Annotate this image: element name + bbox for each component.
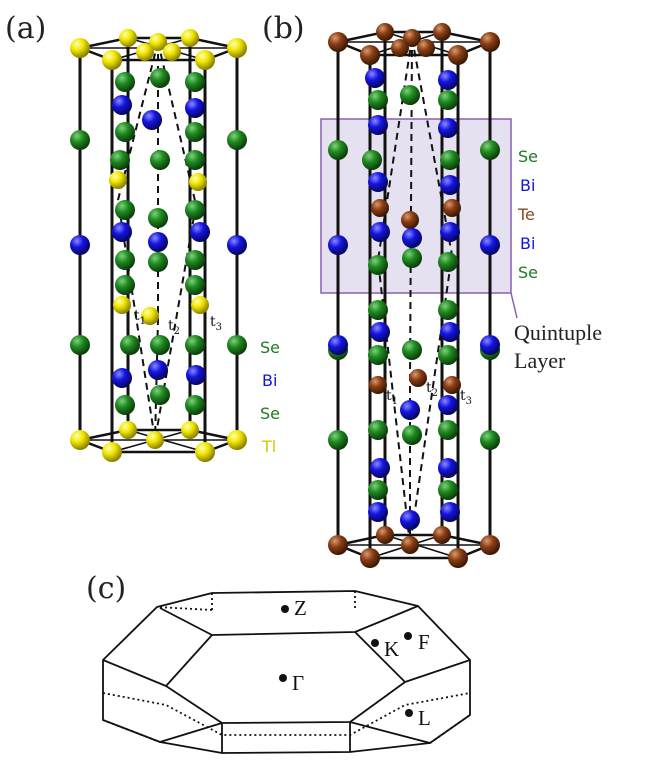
bz-points: Z K F Γ L: [279, 596, 431, 730]
panel-c: (c) Z K: [86, 571, 471, 754]
legend-a-se-2: Se: [260, 404, 280, 423]
quintuple-pointer: [510, 292, 518, 319]
point-l-label: L: [418, 706, 431, 730]
point-f-dot: [404, 632, 412, 640]
hop-label-t2: t2: [168, 318, 180, 337]
point-z-dot: [281, 605, 289, 613]
panel-a-atoms: [70, 29, 247, 462]
panel-b-legend: Se Bi Te Bi Se: [517, 147, 538, 282]
hop-label-t1: t1: [386, 388, 398, 407]
point-gamma-label: Γ: [292, 671, 304, 695]
hop-label-t2: t2: [426, 380, 438, 399]
hop-label-t3: t3: [210, 314, 222, 333]
hop-label-t3: t3: [460, 388, 472, 407]
legend-b-se-1: Se: [518, 147, 538, 166]
hop-sub: 3: [216, 322, 222, 333]
hop-sub: 1: [140, 316, 146, 327]
panel-a-legend: Se Bi Se Tl: [260, 338, 280, 456]
legend-a-se-1: Se: [260, 338, 280, 357]
legend-b-se-2: Se: [518, 263, 538, 282]
panel-b: (b): [262, 11, 602, 568]
quintuple-label-line2: Layer: [514, 348, 566, 373]
hop-sub: 2: [432, 388, 438, 399]
panel-a: (a): [5, 11, 280, 462]
hop-sub: 1: [392, 396, 398, 407]
panel-a-label: (a): [5, 11, 46, 46]
point-gamma-dot: [279, 674, 287, 682]
panel-b-atoms: [328, 23, 500, 568]
quintuple-label-line1: Quintuple: [514, 320, 602, 345]
panel-b-frame: [333, 30, 495, 560]
point-l-dot: [405, 709, 413, 717]
panel-c-label: (c): [86, 571, 126, 606]
legend-b-bi-1: Bi: [520, 176, 535, 195]
hop-sub: 3: [466, 396, 472, 407]
legend-b-te: Te: [517, 205, 535, 224]
legend-b-bi-2: Bi: [520, 234, 535, 253]
legend-a-bi: Bi: [262, 371, 277, 390]
point-k-label: K: [384, 637, 399, 661]
legend-a-tl: Tl: [261, 437, 276, 456]
brillouin-zone-solid: [102, 590, 471, 754]
brillouin-zone-hidden: [102, 591, 471, 744]
point-z-label: Z: [294, 596, 307, 620]
panel-b-label: (b): [262, 11, 305, 46]
point-k-dot: [371, 639, 379, 647]
point-f-label: F: [418, 630, 430, 654]
hop-sub: 2: [174, 326, 180, 337]
